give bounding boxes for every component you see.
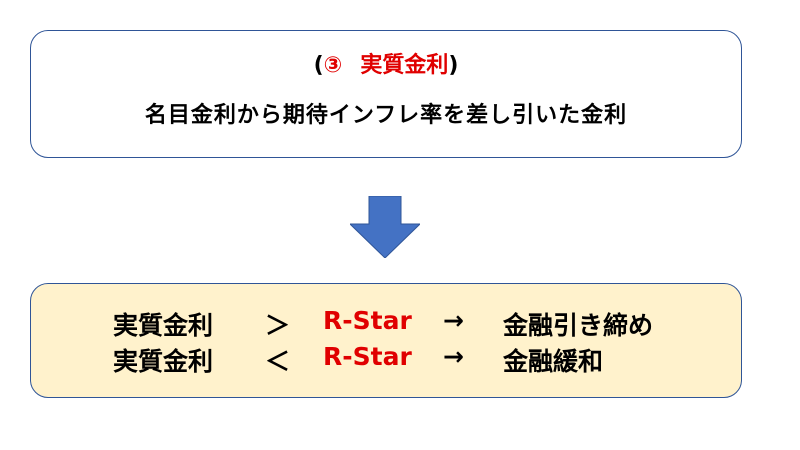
rule-arrow: → (443, 306, 464, 335)
rule-arrow: → (443, 342, 464, 371)
title-paren-open: ( (313, 53, 324, 78)
arrow-down-icon (350, 196, 420, 258)
rule-subject: 実質金利 (113, 347, 214, 376)
title-number: ③ (323, 53, 343, 78)
rule-operator: ＞ (265, 311, 291, 340)
rule-operator: ＜ (265, 347, 291, 376)
rule-result: 金融緩和 (503, 347, 604, 376)
definition-description: 名目金利から期待インフレ率を差し引いた金利 (144, 103, 628, 128)
definition-title: (③ 実質金利) (31, 47, 741, 79)
definition-box: (③ 実質金利) 名目金利から期待インフレ率を差し引いた金利 (30, 30, 742, 158)
rules-box: 実質金利 ＞ R-Star → 金融引き締め 実質金利 ＜ R-Star → 金… (30, 283, 742, 398)
arrow-down-shape (350, 196, 420, 258)
rule-subject: 実質金利 (113, 311, 214, 340)
title-term: 実質金利 (360, 53, 449, 78)
title-paren-close: ) (448, 53, 459, 78)
rule-benchmark: R-Star (323, 342, 412, 371)
rule-result: 金融引き締め (503, 311, 654, 340)
rule-benchmark: R-Star (323, 306, 412, 335)
